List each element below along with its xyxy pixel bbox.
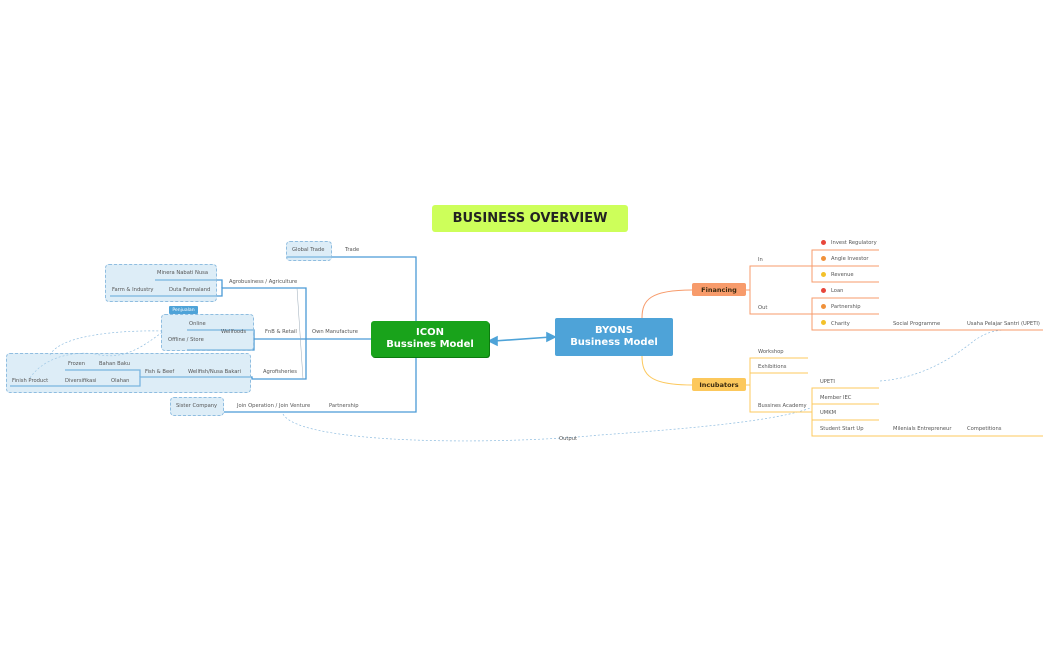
exhibitions-label: Exhibitions bbox=[758, 364, 787, 370]
agrobusiness-label: Agrobusiness / Agriculture bbox=[229, 279, 298, 285]
page-title: BUSINESS OVERVIEW bbox=[432, 205, 628, 232]
global-trade-node[interactable] bbox=[286, 241, 332, 261]
icon-node-line2: Bussines Model bbox=[386, 339, 474, 350]
priority-2-icon bbox=[821, 304, 826, 309]
duta-label: Duta Farmaland bbox=[169, 287, 211, 293]
financing-node[interactable]: Financing bbox=[692, 283, 746, 296]
join-op-label: Join Operation / Join Venture bbox=[237, 403, 311, 409]
olahan-label: Olahan bbox=[111, 378, 130, 384]
competitions-label: Competitions bbox=[967, 426, 1002, 432]
angle-investor-label: Angle Investor bbox=[831, 256, 869, 262]
agrobusiness-cluster[interactable] bbox=[105, 264, 217, 302]
partnership-left-label: Partnership bbox=[329, 403, 359, 409]
out-label: Out bbox=[758, 305, 768, 311]
sister-company-node[interactable] bbox=[170, 397, 224, 416]
icon-node-line1: ICON bbox=[416, 326, 444, 338]
workshop-label: Workshop bbox=[758, 349, 784, 355]
offline-label: Offline / Store bbox=[168, 337, 204, 343]
agrofisheries-label: Agrofisheries bbox=[263, 369, 297, 375]
byons-node-line1: BYONS bbox=[594, 324, 634, 336]
revenue-label: Revenue bbox=[831, 272, 854, 278]
incubators-node[interactable]: Incubators bbox=[692, 378, 746, 391]
upeti-full-label: Usaha Pelajar Santri (UPETI) bbox=[967, 321, 1040, 327]
upeti-label: UPETI bbox=[820, 379, 835, 385]
diversifikasi-label: Diversifikasi bbox=[65, 378, 97, 384]
penjualan-tag: Penjualan bbox=[169, 306, 198, 314]
finish-product-label: Finish Product bbox=[12, 378, 49, 384]
milenials-label: Milenials Entrepreneur bbox=[893, 426, 952, 432]
online-label: Online bbox=[189, 321, 206, 327]
own-manufacture-label: Own Manufacture bbox=[312, 329, 358, 335]
bussines-academy-label: Bussines Academy bbox=[758, 403, 807, 409]
minera-label: Minera Nabati Nusa bbox=[157, 270, 209, 276]
priority-2-icon bbox=[821, 256, 826, 261]
sister-company-label: Sister Company bbox=[176, 403, 218, 409]
icon-business-model-node[interactable]: ICON Bussines Model bbox=[371, 321, 489, 357]
member-iec-label: Member IEC bbox=[820, 395, 852, 401]
in-label: In bbox=[758, 257, 763, 263]
priority-1-icon bbox=[821, 240, 826, 245]
output-label: Output bbox=[559, 436, 578, 442]
social-programme-label: Social Programme bbox=[893, 321, 941, 327]
loan-label: Loan bbox=[831, 288, 844, 294]
global-trade-label: Global Trade bbox=[292, 247, 325, 253]
student-start-up-label: Student Start Up bbox=[820, 426, 864, 432]
farm-industry-label: Farm & Industry bbox=[112, 287, 154, 293]
sales-cluster[interactable] bbox=[161, 314, 254, 351]
priority-3-icon bbox=[821, 320, 826, 325]
wellfoods-label: Wellfoods bbox=[221, 329, 247, 335]
priority-3-icon bbox=[821, 272, 826, 277]
byons-node-line2: Business Model bbox=[570, 337, 658, 348]
wellfish-label: Wellfish/Nusa Bakari bbox=[188, 369, 242, 375]
trade-label: Trade bbox=[345, 247, 360, 253]
charity-label: Charity bbox=[831, 321, 850, 327]
frozen-label: Frozen bbox=[68, 361, 86, 367]
invest-regulatory-label: Invest Regulatory bbox=[831, 240, 877, 246]
agrofisheries-cluster[interactable] bbox=[6, 353, 251, 393]
fnb-label: FnB & Retail bbox=[265, 329, 297, 335]
fish-beef-label: Fish & Beef bbox=[145, 369, 175, 375]
umkm-label: UMKM bbox=[820, 410, 837, 416]
byons-business-model-node[interactable]: BYONS Business Model bbox=[555, 318, 673, 356]
priority-1-icon bbox=[821, 288, 826, 293]
bahan-baku-label: Bahan Baku bbox=[99, 361, 131, 367]
partnership-right-label: Partnership bbox=[831, 304, 861, 310]
